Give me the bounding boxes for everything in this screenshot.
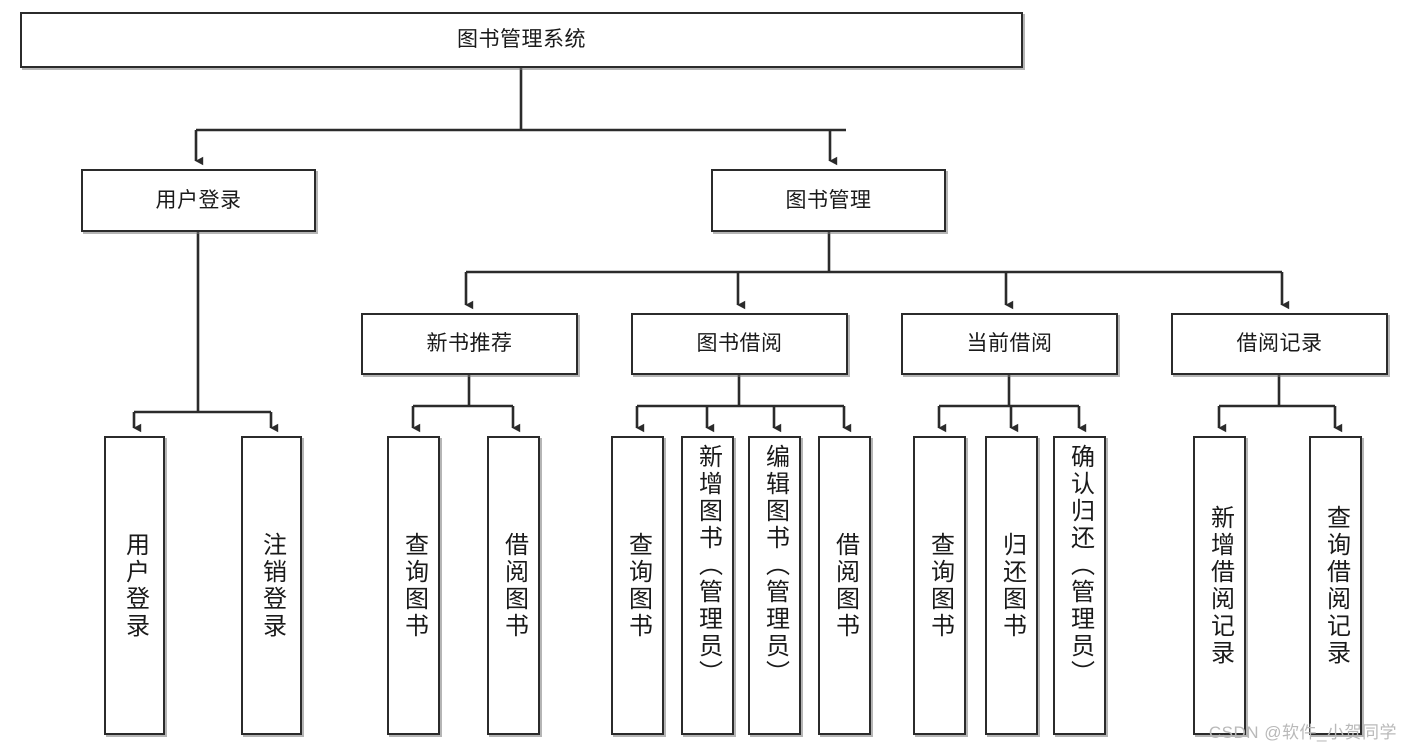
- node-current-borrow[interactable]: 当前借阅: [901, 313, 1118, 375]
- node-leaf-edit-book-admin-label: 编辑图书（管理员）: [761, 444, 789, 687]
- node-leaf-edit-book-admin[interactable]: 编辑图书（管理员）: [748, 436, 801, 735]
- node-leaf-user-login-label: 用户登录: [121, 531, 149, 640]
- node-user-login[interactable]: 用户登录: [81, 169, 316, 232]
- node-leaf-borrow-book-bb-label: 借阅图书: [831, 531, 859, 640]
- node-leaf-borrow-book-bb[interactable]: 借阅图书: [818, 436, 871, 735]
- node-leaf-query-book-cb-label: 查询图书: [926, 531, 954, 640]
- node-leaf-logout[interactable]: 注销登录: [241, 436, 302, 735]
- node-leaf-add-book-admin[interactable]: 新增图书（管理员）: [681, 436, 734, 735]
- node-leaf-add-borrow-record-label: 新增借阅记录: [1206, 504, 1234, 667]
- node-new-book-recommend[interactable]: 新书推荐: [361, 313, 578, 375]
- node-leaf-borrow-book-rec[interactable]: 借阅图书: [487, 436, 540, 735]
- node-leaf-query-borrow-record-label: 查询借阅记录: [1322, 504, 1350, 667]
- node-new-book-recommend-label: 新书推荐: [426, 332, 513, 356]
- node-book-borrow-label: 图书借阅: [696, 332, 783, 356]
- node-leaf-return-book-label: 归还图书: [998, 531, 1026, 640]
- node-book-management[interactable]: 图书管理: [711, 169, 946, 232]
- node-leaf-logout-label: 注销登录: [258, 531, 286, 640]
- node-leaf-add-book-admin-label: 新增图书（管理员）: [694, 444, 722, 687]
- node-leaf-query-book-rec-label: 查询图书: [400, 531, 428, 640]
- node-leaf-add-borrow-record[interactable]: 新增借阅记录: [1193, 436, 1246, 735]
- node-root[interactable]: 图书管理系统: [20, 12, 1023, 68]
- node-leaf-user-login[interactable]: 用户登录: [104, 436, 165, 735]
- node-book-management-label: 图书管理: [785, 188, 872, 212]
- node-book-borrow[interactable]: 图书借阅: [631, 313, 848, 375]
- node-leaf-query-book-bb[interactable]: 查询图书: [611, 436, 664, 735]
- node-leaf-query-book-bb-label: 查询图书: [624, 531, 652, 640]
- node-leaf-confirm-return-admin-label: 确认归还（管理员）: [1066, 444, 1094, 687]
- node-borrow-record[interactable]: 借阅记录: [1171, 313, 1388, 375]
- node-root-label: 图书管理系统: [457, 28, 586, 52]
- watermark-text: CSDN @软件_小贺同学: [1208, 723, 1397, 742]
- node-leaf-return-book[interactable]: 归还图书: [985, 436, 1038, 735]
- node-leaf-query-book-cb[interactable]: 查询图书: [913, 436, 966, 735]
- node-leaf-confirm-return-admin[interactable]: 确认归还（管理员）: [1053, 436, 1106, 735]
- node-current-borrow-label: 当前借阅: [966, 332, 1053, 356]
- node-user-login-label: 用户登录: [155, 188, 242, 212]
- node-leaf-query-book-rec[interactable]: 查询图书: [387, 436, 440, 735]
- node-leaf-query-borrow-record[interactable]: 查询借阅记录: [1309, 436, 1362, 735]
- node-leaf-borrow-book-rec-label: 借阅图书: [500, 531, 528, 640]
- node-borrow-record-label: 借阅记录: [1236, 332, 1323, 356]
